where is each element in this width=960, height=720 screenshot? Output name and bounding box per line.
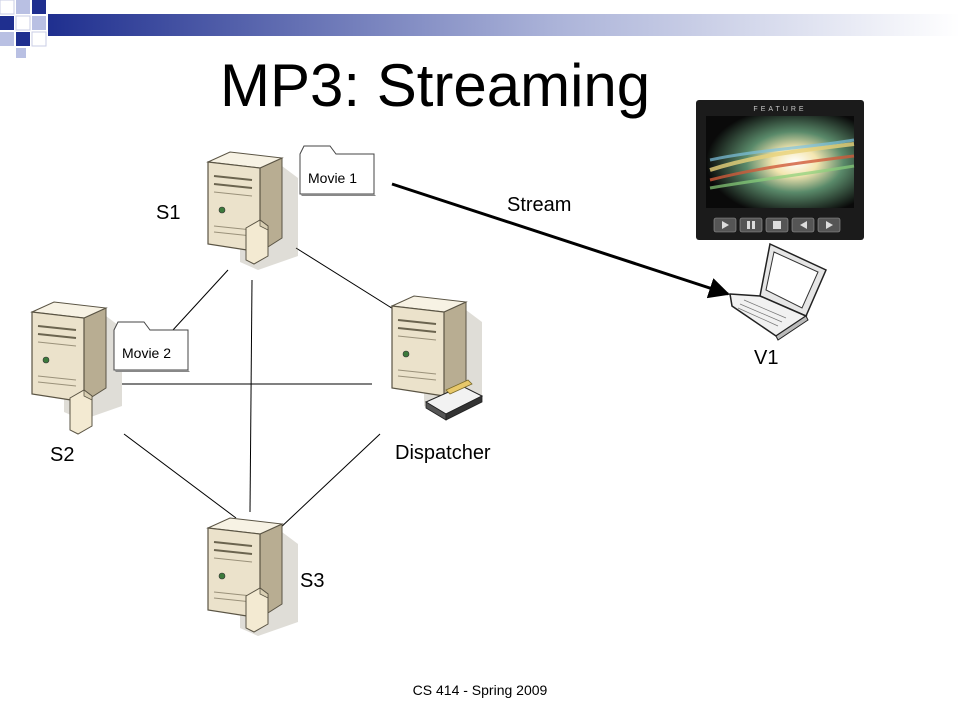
header-gradient-bar [48, 14, 960, 36]
server-s3-icon [207, 517, 299, 637]
network-edges [122, 247, 399, 531]
edge-s1-dispatcher [295, 247, 399, 313]
header-squares-icon [0, 0, 47, 58]
movie1-label: Movie 1 [308, 170, 358, 186]
video-player-icon: FEATURE [696, 100, 864, 240]
forward-icon [826, 221, 833, 229]
stream-label: Stream [507, 194, 572, 216]
stream-arrow [391, 182, 730, 299]
laptop-v1-icon [729, 242, 827, 341]
play-icon [722, 221, 729, 229]
server-s2-icon [31, 301, 123, 435]
slide-title: MP3: Streaming [220, 52, 651, 119]
printer-icon [424, 379, 484, 421]
player-banner: FEATURE [753, 106, 806, 113]
edge-s2-s3 [123, 433, 237, 519]
stop-icon [773, 221, 781, 229]
dispatcher-label: Dispatcher [395, 442, 491, 464]
pause-icon [747, 221, 750, 229]
v1-label: V1 [754, 347, 779, 369]
s1-label: S1 [156, 202, 181, 224]
header-band [0, 0, 960, 58]
s3-label: S3 [300, 570, 325, 592]
server-dispatcher-icon [391, 295, 484, 421]
s2-label: S2 [50, 444, 75, 466]
movie2-label: Movie 2 [122, 345, 172, 361]
rewind-icon [800, 221, 807, 229]
server-s1-icon [207, 151, 299, 271]
slide-footer: CS 414 - Spring 2009 [412, 682, 548, 698]
edge-s1-s3 [249, 279, 253, 513]
edge-s3-dispatcher [277, 433, 381, 531]
